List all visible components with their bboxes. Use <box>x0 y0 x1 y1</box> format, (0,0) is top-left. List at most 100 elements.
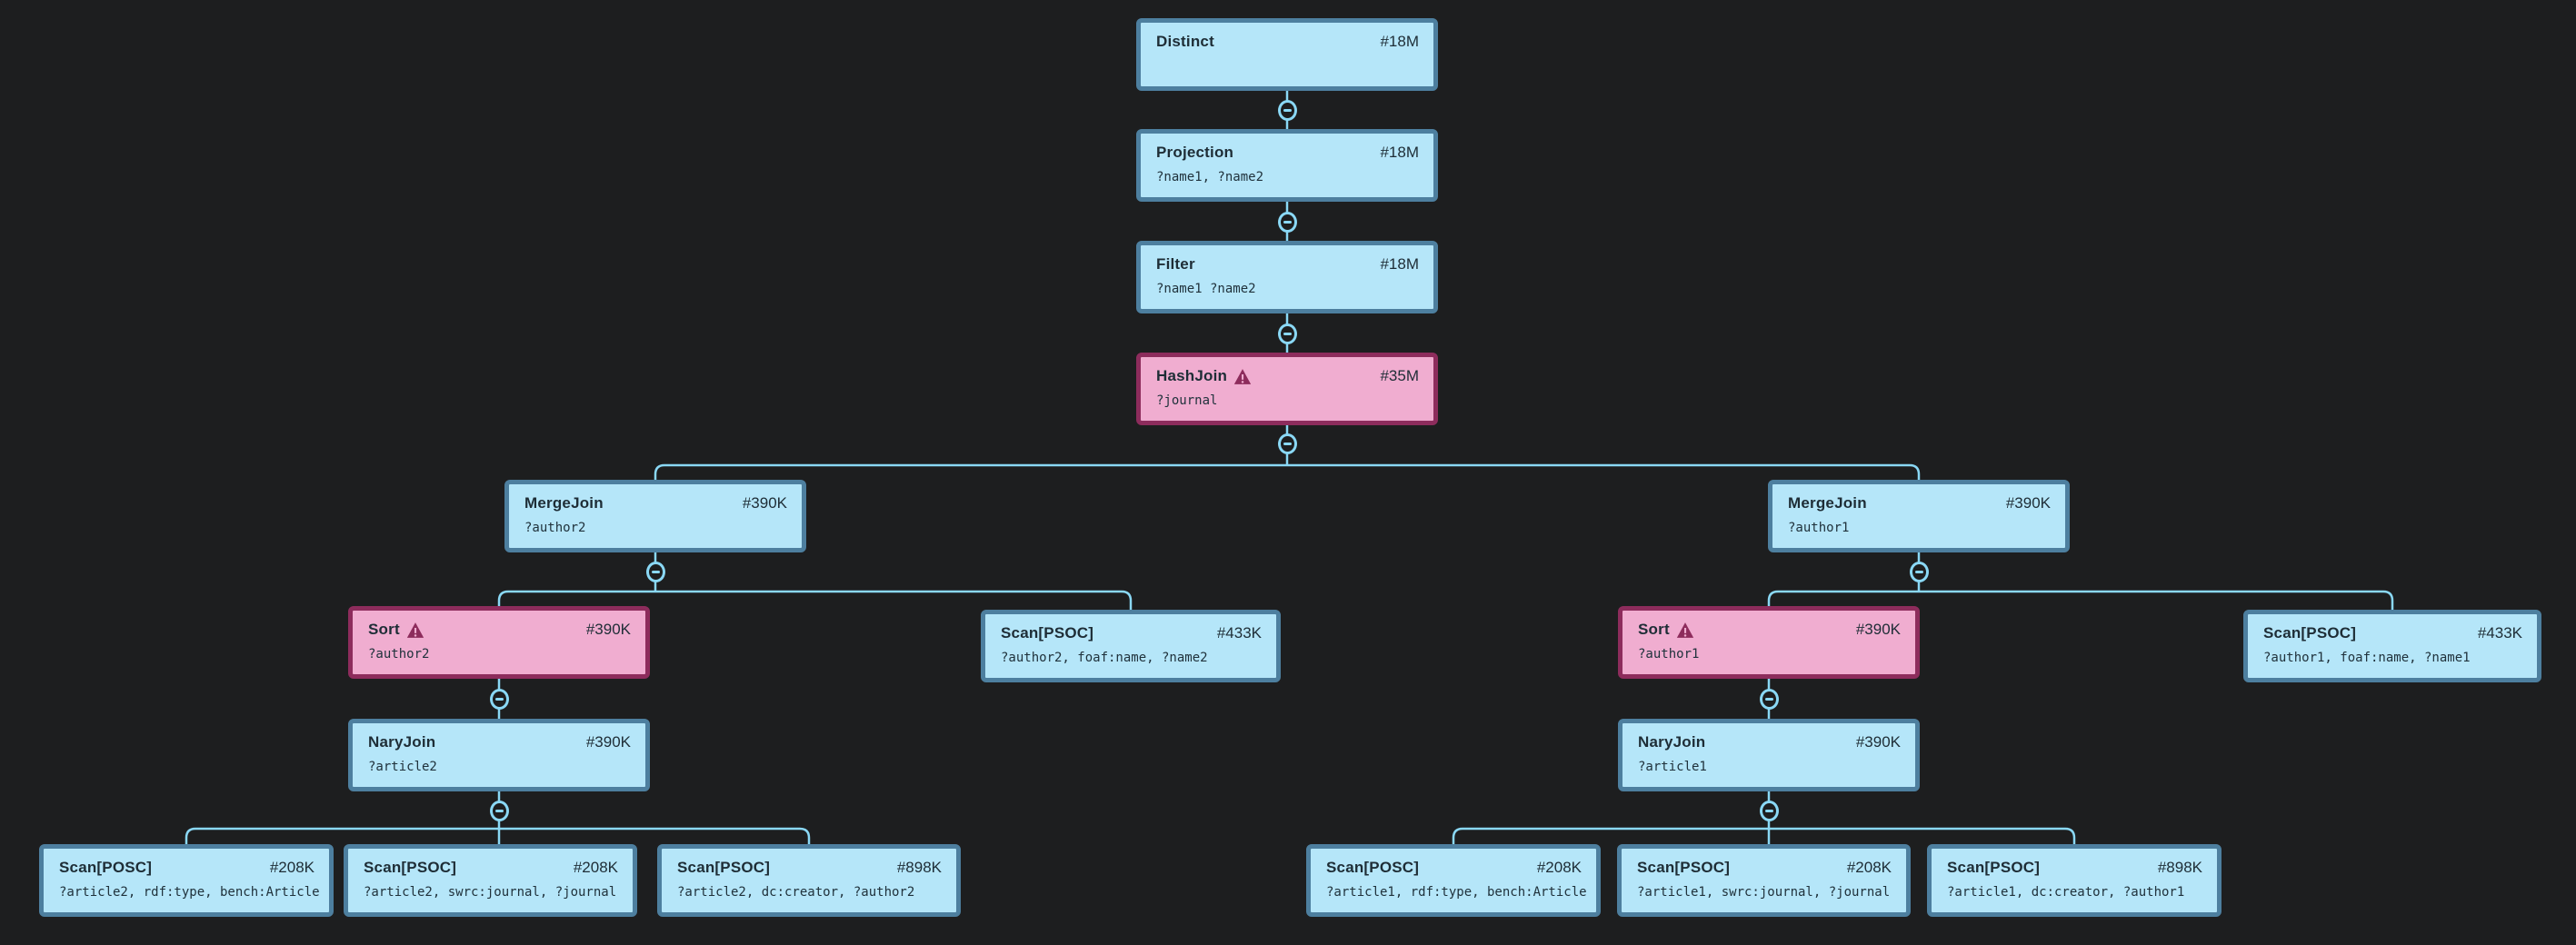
node-variables: ?author1 <box>1638 647 1700 662</box>
plan-node-hashjoin[interactable]: HashJoin #35M ?journal <box>1136 353 1438 425</box>
node-triple-pattern: ?article2, rdf:type, bench:Article <box>59 885 320 900</box>
collapse-button-mergejoin-author1[interactable] <box>1910 562 1929 582</box>
node-triple-pattern: ?article2, dc:creator, ?author2 <box>677 885 915 900</box>
node-variables: ?author2 <box>368 647 430 662</box>
node-label: Projection <box>1156 144 1234 161</box>
plan-node-filter[interactable]: Filter #18M ?name1 ?name2 <box>1136 241 1438 313</box>
node-cardinality: #18M <box>1380 255 1419 273</box>
plan-node-mergejoin-author2[interactable]: MergeJoin #390K ?author2 <box>504 480 806 552</box>
node-variables: ?author2 <box>524 521 586 535</box>
collapse-button-filter[interactable] <box>1278 323 1297 344</box>
collapse-button-distinct[interactable] <box>1278 100 1297 121</box>
node-label: Filter <box>1156 255 1195 273</box>
plan-node-mergejoin-author1[interactable]: MergeJoin #390K ?author1 <box>1768 480 2070 552</box>
node-label: Scan[PSOC] <box>1001 624 1094 642</box>
node-label: Sort <box>1638 621 1670 638</box>
minus-circle-icon <box>1765 810 1773 812</box>
node-label: MergeJoin <box>1788 494 1867 512</box>
plan-node-sort-author2[interactable]: Sort #390K ?author2 <box>348 606 650 679</box>
minus-circle-icon <box>1283 109 1292 112</box>
minus-circle-icon <box>1765 698 1773 701</box>
node-cardinality: #390K <box>1855 733 1901 751</box>
minus-circle-icon <box>495 810 504 812</box>
plan-node-sort-author1[interactable]: Sort #390K ?author1 <box>1618 606 1920 679</box>
node-variables: ?article2 <box>368 760 437 774</box>
edge-mergejoin2-branch <box>497 590 1133 610</box>
node-label: NaryJoin <box>368 733 436 751</box>
warning-triangle-icon <box>1676 622 1694 639</box>
collapse-button-hashjoin[interactable] <box>1278 433 1297 454</box>
node-triple-pattern: ?author2, foaf:name, ?name2 <box>1001 651 1208 665</box>
node-label: NaryJoin <box>1638 733 1706 751</box>
node-triple-pattern: ?article1, rdf:type, bench:Article <box>1326 885 1587 900</box>
edge-naryjoin2-branch <box>185 827 811 844</box>
plan-node-scan-name1[interactable]: Scan[PSOC] #433K ?author1, foaf:name, ?n… <box>2243 610 2541 682</box>
node-label: Scan[POSC] <box>1326 859 1420 876</box>
minus-circle-icon <box>495 698 504 701</box>
collapse-button-naryjoin-article1[interactable] <box>1760 801 1779 821</box>
plan-node-naryjoin-article1[interactable]: NaryJoin #390K ?article1 <box>1618 719 1920 791</box>
node-triple-pattern: ?article1, swrc:journal, ?journal <box>1637 885 1891 900</box>
node-variables: ?journal <box>1156 393 1218 408</box>
node-variables: ?author1 <box>1788 521 1850 535</box>
node-triple-pattern: ?article2, swrc:journal, ?journal <box>364 885 617 900</box>
node-triple-pattern: ?article1, dc:creator, ?author1 <box>1947 885 2185 900</box>
plan-node-scan-article2-type[interactable]: Scan[POSC] #208K ?article2, rdf:type, be… <box>39 844 334 917</box>
collapse-button-projection[interactable] <box>1278 212 1297 233</box>
node-variables: ?article1 <box>1638 760 1707 774</box>
node-cardinality: #18M <box>1380 144 1419 161</box>
node-cardinality: #898K <box>896 859 942 876</box>
edge-mergejoin1-branch <box>1767 590 2394 610</box>
node-cardinality: #433K <box>2477 624 2522 642</box>
node-cardinality: #433K <box>1216 624 1262 642</box>
node-cardinality: #390K <box>742 494 787 512</box>
minus-circle-icon <box>1915 571 1923 573</box>
plan-node-scan-article1-journal[interactable]: Scan[PSOC] #208K ?article1, swrc:journal… <box>1617 844 1911 917</box>
node-cardinality: #898K <box>2157 859 2202 876</box>
node-cardinality: #208K <box>573 859 618 876</box>
minus-circle-icon <box>1283 443 1292 445</box>
collapse-button-sort-author1[interactable] <box>1760 689 1779 710</box>
node-cardinality: #390K <box>585 621 631 638</box>
node-label: Scan[PSOC] <box>1637 859 1731 876</box>
node-label: Sort <box>368 621 400 638</box>
node-cardinality: #390K <box>2005 494 2051 512</box>
minus-circle-icon <box>652 571 660 573</box>
plan-node-projection[interactable]: Projection #18M ?name1, ?name2 <box>1136 129 1438 202</box>
plan-node-scan-article1-creator[interactable]: Scan[PSOC] #898K ?article1, dc:creator, … <box>1927 844 2222 917</box>
node-cardinality: #390K <box>1855 621 1901 638</box>
edge-hashjoin-branch <box>654 463 1921 480</box>
collapse-button-sort-author2[interactable] <box>490 689 509 710</box>
warning-triangle-icon <box>406 622 424 639</box>
node-cardinality: #390K <box>585 733 631 751</box>
plan-node-scan-name2[interactable]: Scan[PSOC] #433K ?author2, foaf:name, ?n… <box>981 610 1281 682</box>
minus-circle-icon <box>1283 333 1292 335</box>
node-cardinality: #208K <box>269 859 315 876</box>
node-cardinality: #208K <box>1846 859 1892 876</box>
node-triple-pattern: ?author1, foaf:name, ?name1 <box>2263 651 2471 665</box>
plan-node-naryjoin-article2[interactable]: NaryJoin #390K ?article2 <box>348 719 650 791</box>
plan-node-scan-article1-type[interactable]: Scan[POSC] #208K ?article1, rdf:type, be… <box>1306 844 1601 917</box>
node-label: Scan[PSOC] <box>2263 624 2357 642</box>
collapse-button-mergejoin-author2[interactable] <box>646 562 665 582</box>
node-label: Scan[POSC] <box>59 859 153 876</box>
edge-naryjoin1-branch <box>1452 827 2076 844</box>
node-variables: ?name1 ?name2 <box>1156 282 1256 296</box>
warning-triangle-icon <box>1233 368 1252 385</box>
node-label: MergeJoin <box>524 494 604 512</box>
plan-node-scan-article2-creator[interactable]: Scan[PSOC] #898K ?article2, dc:creator, … <box>657 844 961 917</box>
node-cardinality: #208K <box>1536 859 1582 876</box>
plan-node-distinct[interactable]: Distinct #18M <box>1136 18 1438 91</box>
node-cardinality: #18M <box>1380 33 1419 50</box>
node-variables: ?name1, ?name2 <box>1156 170 1264 184</box>
node-cardinality: #35M <box>1380 367 1419 384</box>
node-label: Scan[PSOC] <box>677 859 771 876</box>
minus-circle-icon <box>1283 221 1292 224</box>
node-label: Scan[PSOC] <box>364 859 457 876</box>
node-label: Scan[PSOC] <box>1947 859 2041 876</box>
node-label: HashJoin <box>1156 367 1228 384</box>
collapse-button-naryjoin-article2[interactable] <box>490 801 509 821</box>
plan-node-scan-article2-journal[interactable]: Scan[PSOC] #208K ?article2, swrc:journal… <box>344 844 637 917</box>
